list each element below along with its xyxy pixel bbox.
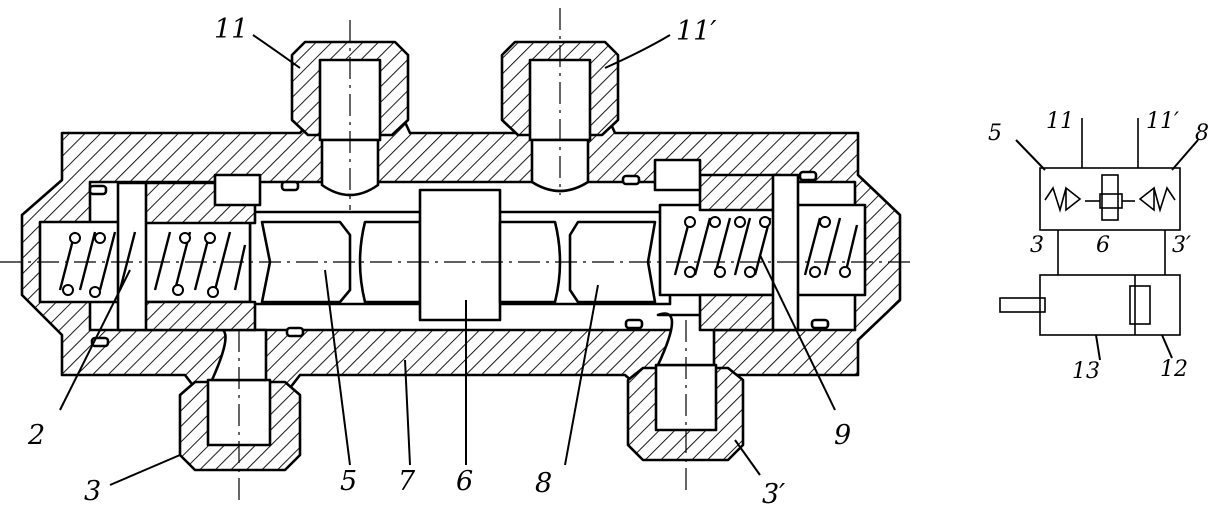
- spring-2: [58, 231, 247, 291]
- schematic-piston-rod: [999, 297, 1046, 313]
- schematic-label-6: 6: [1096, 233, 1110, 258]
- valve-schematic: 5 11 11′ 8 3 6 3′ 13 12: [988, 109, 1209, 384]
- schematic-label-11: 11: [1046, 109, 1074, 134]
- label-7: 7: [398, 466, 416, 497]
- spring-9: [673, 217, 859, 276]
- label-3: 3: [84, 476, 101, 507]
- label-2: 2: [27, 420, 45, 451]
- schematic-label-5: 5: [988, 121, 1002, 146]
- label-11-prime: 11′: [676, 16, 717, 47]
- centre-lines: [0, 8, 915, 500]
- label-3-prime: 3′: [762, 479, 785, 510]
- schematic-label-12: 12: [1160, 357, 1188, 382]
- schematic-check-valve-left: [1044, 186, 1082, 213]
- label-6: 6: [456, 466, 473, 497]
- right-spring-assembly: [653, 158, 867, 332]
- schematic-label-3-prime: 3′: [1172, 233, 1191, 258]
- schematic-piston-12: [1129, 285, 1151, 325]
- label-8: 8: [535, 468, 552, 499]
- label-9: 9: [834, 420, 851, 451]
- schematic-label-3: 3: [1030, 233, 1044, 258]
- schematic-label-13: 13: [1072, 359, 1100, 384]
- label-11: 11: [214, 14, 248, 45]
- seal-rings: [88, 170, 830, 348]
- spool-6: [418, 188, 502, 322]
- leader-lines: [59, 34, 836, 486]
- schematic-label-8: 8: [1195, 121, 1209, 146]
- schematic-check-valve-right: [1138, 186, 1176, 213]
- schematic-cylinder-13: [1039, 274, 1181, 336]
- label-5: 5: [340, 466, 357, 497]
- schematic-label-11-prime: 11′: [1146, 109, 1179, 134]
